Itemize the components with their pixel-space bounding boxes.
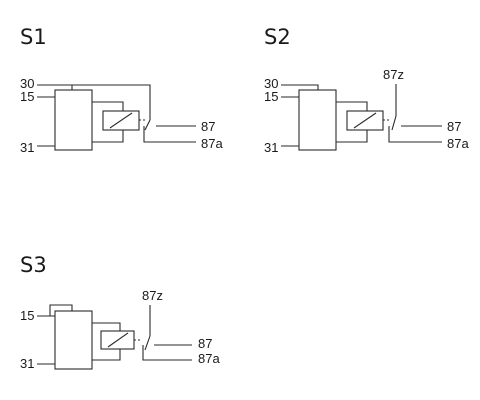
s1-pin-30-label: 30 (20, 76, 34, 91)
s1-coil-diagonal (109, 112, 133, 129)
schematic-s2-title: S2 (264, 25, 291, 49)
s2-pin-31-label: 31 (264, 140, 278, 155)
s2-control-box (298, 89, 337, 151)
s3-pin-87-label: 87 (198, 336, 212, 351)
s3-jumper-loop (49, 304, 73, 316)
s1-coil-bracket (92, 101, 124, 143)
s3-coil-diagonal (107, 332, 129, 348)
s1-pin-87a-label: 87a (201, 136, 223, 151)
s2-pin-30-label: 30 (264, 76, 278, 91)
s2-pin-87a-label: 87a (447, 136, 469, 151)
s2-coil-bracket (336, 101, 368, 143)
s3-pin-87a-label: 87a (198, 351, 220, 366)
s3-pin-31-label: 31 (20, 356, 34, 371)
s2-pin-87a-wire (388, 126, 442, 143)
schematic-s1: S1 30 15 31 87 87a (20, 25, 223, 155)
schematic-s3-title: S3 (20, 253, 47, 277)
s2-pin-15-label: 15 (264, 89, 278, 104)
s2-pin-30-wire (281, 84, 319, 90)
s1-pin-30-wire (37, 84, 151, 120)
s2-wiring (281, 84, 442, 151)
s3-wiring (37, 304, 192, 370)
s3-pin-15-label: 15 (20, 308, 34, 323)
s3-pin-87a-wire (142, 345, 192, 361)
s3-coil-bracket (92, 322, 121, 361)
s1-wiring (37, 84, 196, 151)
s1-control-box (54, 89, 93, 151)
s2-coil-diagonal (353, 112, 377, 129)
s1-pin-15-label: 15 (20, 89, 34, 104)
s1-switch-blade (144, 119, 151, 131)
s2-pin-87z-label: 87z (383, 67, 404, 82)
s3-pin-87z-label: 87z (142, 288, 163, 303)
s3-switch-blade (144, 335, 151, 351)
schematic-s3: S3 15 31 87z 87 87a (20, 253, 220, 371)
s2-pin-87-label: 87 (447, 119, 461, 134)
s1-pin-87-label: 87 (201, 119, 215, 134)
s1-pin-31-label: 31 (20, 140, 34, 155)
s1-pin-87a-wire (143, 126, 196, 143)
s2-switch-blade (391, 115, 397, 131)
schematic-s2: S2 30 15 31 87z 87 87a (264, 25, 469, 155)
schematic-s1-title: S1 (20, 25, 47, 49)
s3-control-box (54, 310, 93, 370)
